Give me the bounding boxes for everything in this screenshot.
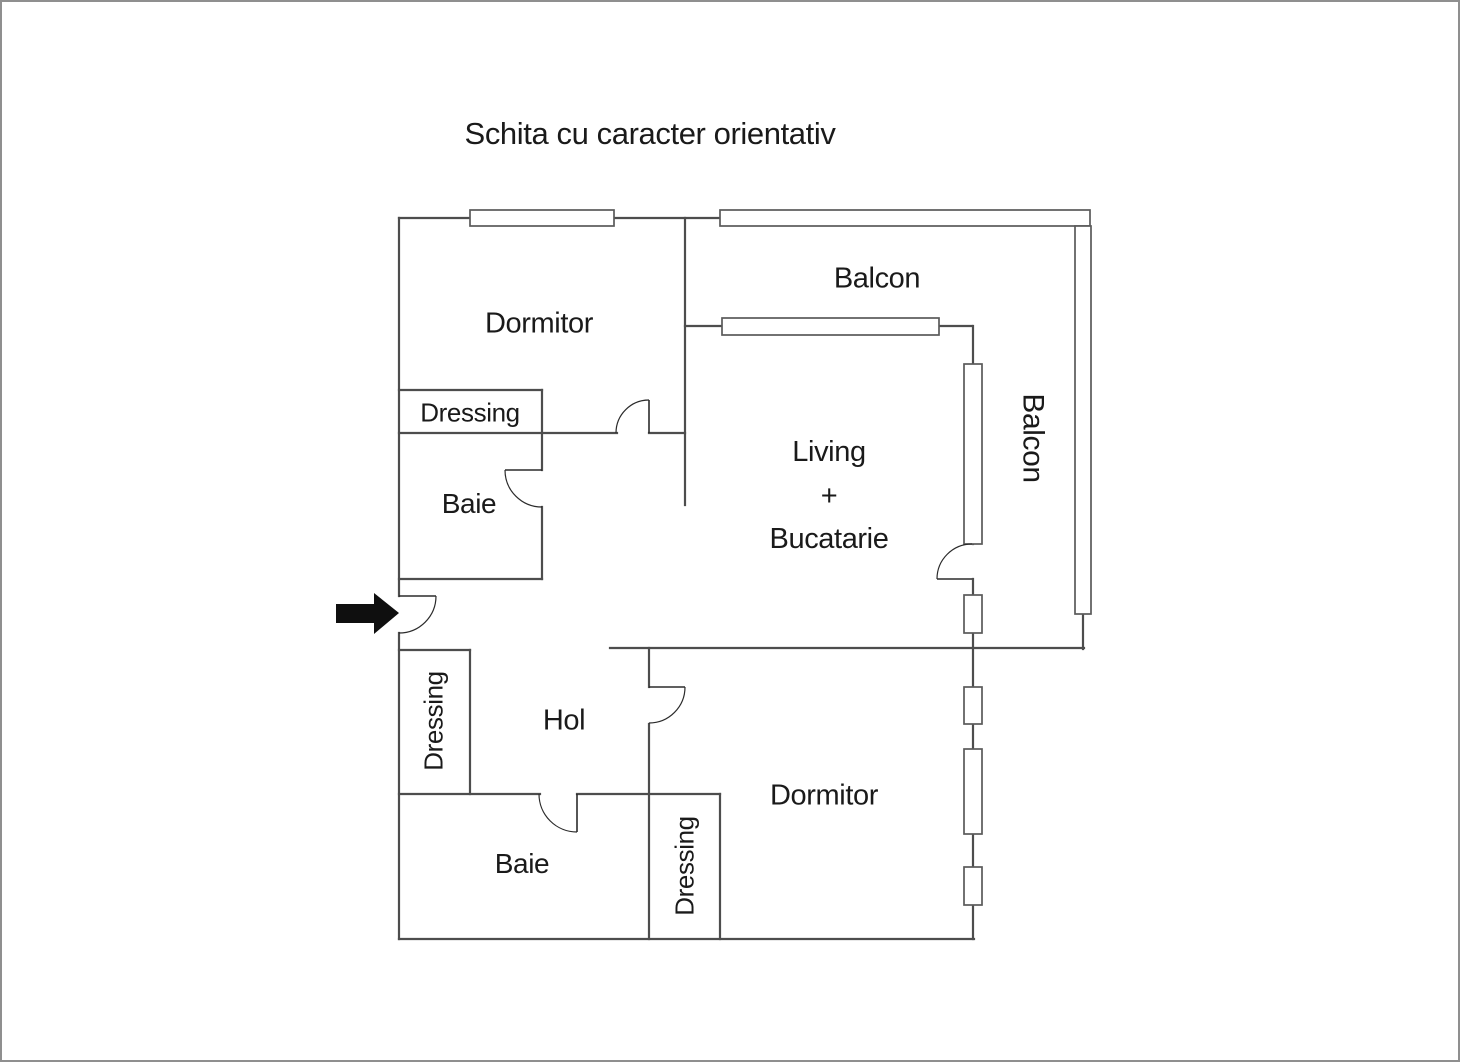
window [719, 209, 1091, 227]
door-swing-arc [398, 595, 437, 634]
window [721, 317, 940, 336]
room-label-dressing-lower: Dressing [669, 816, 700, 916]
room-label-balcon-top: Balcon [833, 262, 921, 295]
room-label-dormitor-lower: Dormitor [770, 779, 878, 812]
window [963, 866, 983, 906]
window [469, 209, 615, 227]
room-label-living-bucatarie: Living + Bucatarie [769, 435, 889, 555]
door-swing-arc [615, 399, 650, 434]
door-swing-arc [538, 793, 578, 833]
room-label-baie-upper: Baie [441, 488, 497, 519]
room-label-dressing-hall: Dressing [418, 671, 449, 771]
page-title: Schita cu caracter orientativ [464, 115, 836, 151]
entrance-arrow [336, 593, 399, 634]
room-label-dormitor-upper: Dormitor [485, 307, 593, 340]
room-label-baie-lower: Baie [494, 848, 550, 879]
door-swing-arc [936, 543, 973, 580]
room-label-dressing-upper: Dressing [420, 397, 520, 428]
room-label-hol: Hol [542, 704, 586, 737]
door-swing-arc [504, 469, 543, 508]
window [963, 748, 983, 835]
door-swing-arc [648, 686, 686, 724]
window [963, 363, 983, 545]
window [963, 594, 983, 634]
window [1074, 225, 1092, 615]
room-label-balcon-right: Balcon [1016, 393, 1050, 483]
window [963, 686, 983, 725]
